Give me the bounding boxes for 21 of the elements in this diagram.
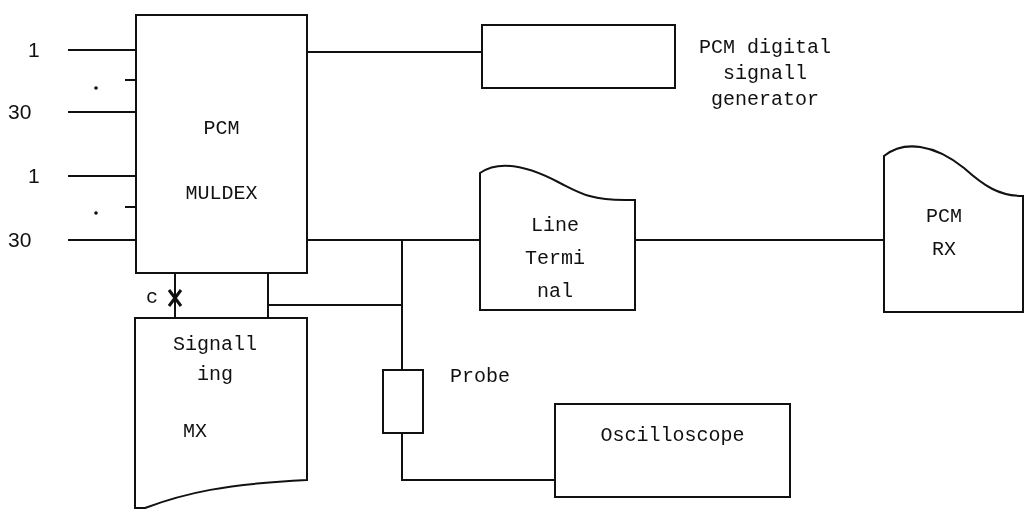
node-label: MULDEX <box>184 181 259 207</box>
connector-line <box>67 111 137 113</box>
node-label: Signall ing <box>172 332 258 388</box>
connector-line <box>67 239 137 241</box>
channel-number: 1 <box>28 164 40 188</box>
node-label: PCM RX <box>925 204 963 263</box>
signal-label: c <box>146 286 158 310</box>
node-label: Oscilloscope <box>599 423 746 449</box>
caption-text: PCM digital signall generator <box>698 35 832 113</box>
connector-line <box>401 432 556 481</box>
node-label: PCM <box>202 116 241 142</box>
node-label: MX <box>182 419 208 445</box>
connector-line <box>67 49 137 51</box>
caption-text: Probe <box>449 364 511 390</box>
channel-number: 1 <box>28 38 40 62</box>
channel-number: 30 <box>8 228 32 252</box>
connector-line <box>174 272 176 319</box>
connector-line <box>67 175 137 177</box>
node-label: Line Termi nal <box>524 213 586 305</box>
connector-line <box>267 304 403 371</box>
channel-number: 30 <box>8 100 32 124</box>
